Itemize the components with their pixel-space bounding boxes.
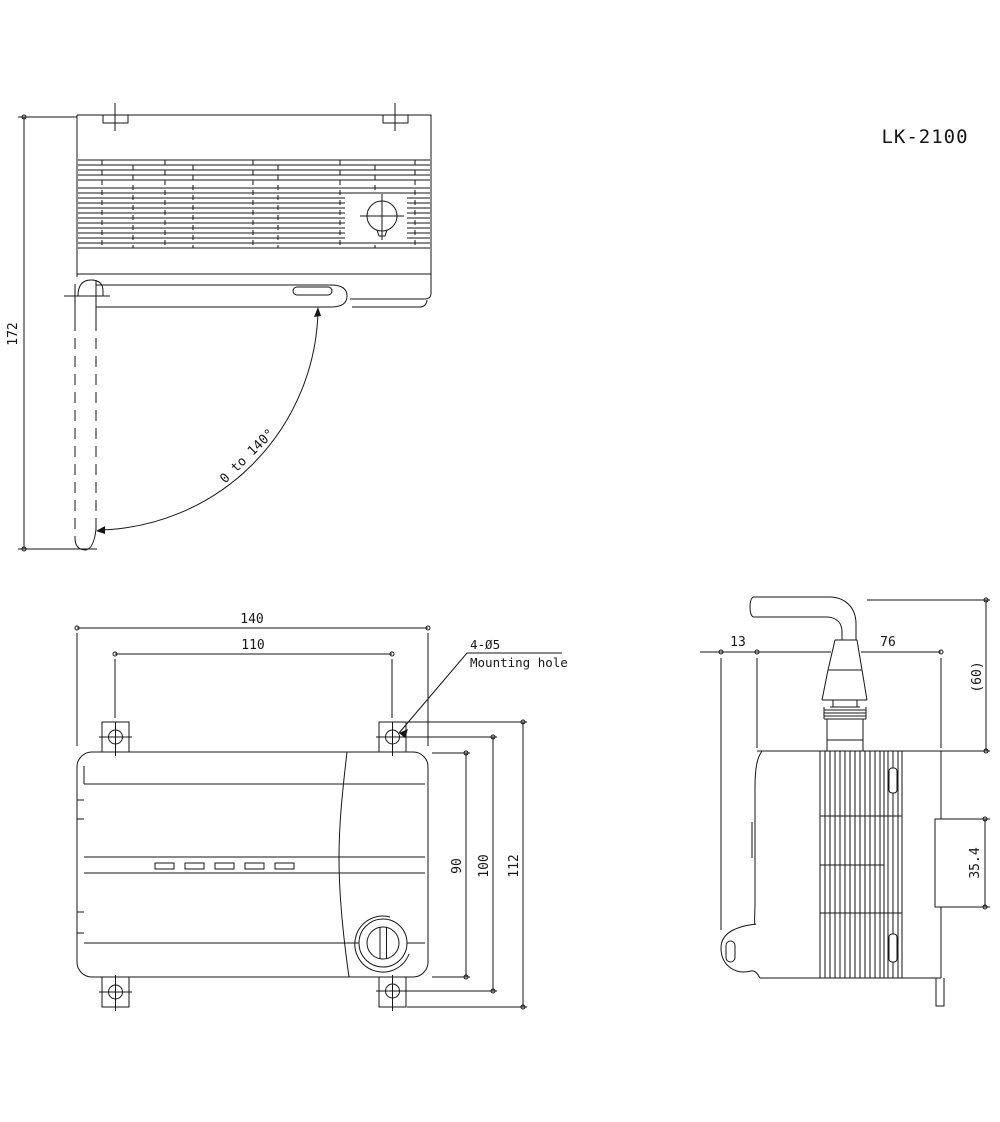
top-mounting-marks (102, 103, 409, 131)
rear-rail-groove (934, 751, 942, 978)
mounting-hole-note: 4-Ø5 Mounting hole (398, 637, 568, 738)
body-outline (77, 114, 432, 300)
svg-text:13: 13 (730, 635, 746, 650)
svg-text:100: 100 (477, 854, 492, 877)
dim-overall-height-112: 112 (407, 719, 527, 1010)
cable (749, 596, 857, 640)
mounting-hole-qty: 4-Ø5 (470, 637, 500, 652)
vent-louvers (78, 159, 430, 249)
rear-tab (935, 978, 945, 1007)
side-view-open-door: 0 to 140° 172 (6, 103, 432, 552)
svg-text:35.4: 35.4 (968, 847, 983, 878)
side-louvers (819, 751, 903, 978)
door-edge (338, 751, 350, 978)
svg-text:110: 110 (241, 638, 264, 653)
door-swing-label: 0 to 140° (217, 426, 277, 486)
dim-door-depth-13: 13 (700, 635, 942, 930)
svg-text:76: 76 (880, 635, 896, 650)
door-open-phantom (74, 320, 97, 551)
hinge-marks (77, 799, 84, 934)
latch-slot (725, 940, 736, 963)
cable-connector (821, 639, 868, 751)
lock-knob-front (354, 915, 410, 973)
side-slot (888, 767, 898, 794)
side-slot (888, 933, 898, 963)
dim-rail-width-35-4: 35.4 (937, 816, 990, 910)
dim-height-172: 172 (6, 114, 97, 552)
model-number: LK-2100 (881, 126, 968, 148)
door-hinge (64, 279, 110, 320)
dim-cable-clearance-60: (60) (867, 597, 990, 754)
door-closed (96, 284, 348, 308)
svg-text:112: 112 (507, 854, 522, 877)
dim-hole-pitch-100: 100 (405, 734, 497, 994)
svg-text:90: 90 (450, 858, 465, 874)
lock-knob-top (360, 194, 404, 240)
front-body (76, 751, 429, 978)
front-view: 140 110 4-Ø5 Mounting hole 90 100 (74, 612, 568, 1011)
svg-text:172: 172 (6, 322, 21, 345)
mounting-tabs (99, 721, 409, 1011)
dim-hole-pitch-110: 110 (112, 638, 395, 718)
door-swing-arc (96, 307, 321, 534)
dim-body-depth-76: 76 (880, 635, 944, 655)
mounting-hole-label: Mounting hole (470, 655, 568, 670)
side-body (720, 750, 945, 1007)
svg-text:140: 140 (240, 612, 263, 627)
door-latch (720, 923, 761, 979)
indicator-slots (154, 862, 295, 870)
svg-text:(60): (60) (970, 661, 985, 692)
dim-overall-width-140: 140 (74, 612, 431, 746)
door-handle-recess (292, 286, 333, 296)
right-side-view: 13 76 (60) 35.4 (700, 596, 990, 1007)
dim-body-height-90: 90 (432, 750, 470, 980)
